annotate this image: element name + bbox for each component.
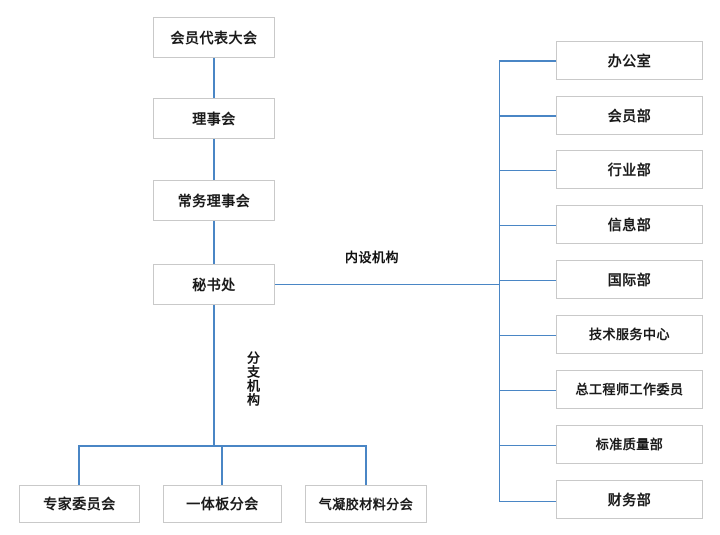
node-label: 行业部 [607, 161, 652, 178]
connector-secretariat-to-branch-bus [213, 305, 215, 446]
internal-branch-stub-5 [498, 279, 556, 282]
connector-standing-council-to-secretariat [213, 221, 215, 264]
internal-branch-stub-3 [498, 169, 556, 172]
node-office[interactable]: 办公室 [556, 41, 703, 80]
node-member-congress[interactable]: 会员代表大会 [153, 17, 275, 58]
connector-branch-bus-to-aerogel [365, 445, 367, 485]
internal-branch-stub-1 [498, 60, 556, 62]
node-aerogel-material-branch[interactable]: 气凝胶材料分会 [305, 485, 427, 523]
node-standing-council[interactable]: 常务理事会 [153, 180, 275, 221]
node-secretariat[interactable]: 秘书处 [153, 264, 275, 305]
edge-label-internal-departments: 内设机构 [345, 250, 400, 265]
connector-congress-to-council [213, 58, 215, 98]
internal-branch-stub-8 [498, 444, 556, 447]
node-industry-dept[interactable]: 行业部 [556, 150, 703, 189]
node-label: 秘书处 [192, 276, 236, 293]
internal-branch-stub-7 [498, 389, 556, 392]
node-label: 办公室 [607, 52, 652, 69]
node-membership-dept[interactable]: 会员部 [556, 96, 703, 135]
node-label: 一体板分会 [186, 496, 259, 512]
node-label: 气凝胶材料分会 [318, 496, 414, 512]
node-technical-service-center[interactable]: 技术服务中心 [556, 315, 703, 354]
internal-branch-stub-4 [498, 224, 556, 227]
node-label: 常务理事会 [177, 192, 251, 209]
connector-council-to-standing-council [213, 139, 215, 180]
node-label: 技术服务中心 [588, 327, 670, 342]
node-label: 信息部 [607, 216, 652, 233]
node-label: 财务部 [607, 491, 652, 508]
node-label: 国际部 [607, 271, 652, 288]
edge-label-branch-organizations: 分支机构 [245, 351, 260, 407]
node-label: 会员部 [607, 107, 652, 124]
internal-branch-stub-2 [498, 115, 556, 117]
node-council[interactable]: 理事会 [153, 98, 275, 139]
connector-branch-bus-to-expert-committee [78, 445, 80, 485]
node-label: 会员代表大会 [170, 29, 258, 46]
node-expert-committee[interactable]: 专家委员会 [19, 485, 140, 523]
node-standard-quality-dept[interactable]: 标准质量部 [556, 425, 703, 464]
node-chief-engineer-committee[interactable]: 总工程师工作委员 [556, 370, 703, 409]
node-label: 标准质量部 [595, 437, 664, 452]
connector-secretariat-to-internal-trunk [275, 283, 500, 286]
internal-branch-stub-6 [498, 334, 556, 337]
node-information-dept[interactable]: 信息部 [556, 205, 703, 244]
internal-branch-stub-9 [498, 500, 556, 503]
node-international-dept[interactable]: 国际部 [556, 260, 703, 299]
node-integrated-board-branch[interactable]: 一体板分会 [163, 485, 282, 523]
node-label: 总工程师工作委员 [575, 382, 684, 397]
node-label: 专家委员会 [43, 496, 116, 512]
node-finance-dept[interactable]: 财务部 [556, 480, 703, 519]
connector-branch-bus-to-integrated-board [221, 445, 223, 485]
node-label: 理事会 [192, 110, 236, 127]
